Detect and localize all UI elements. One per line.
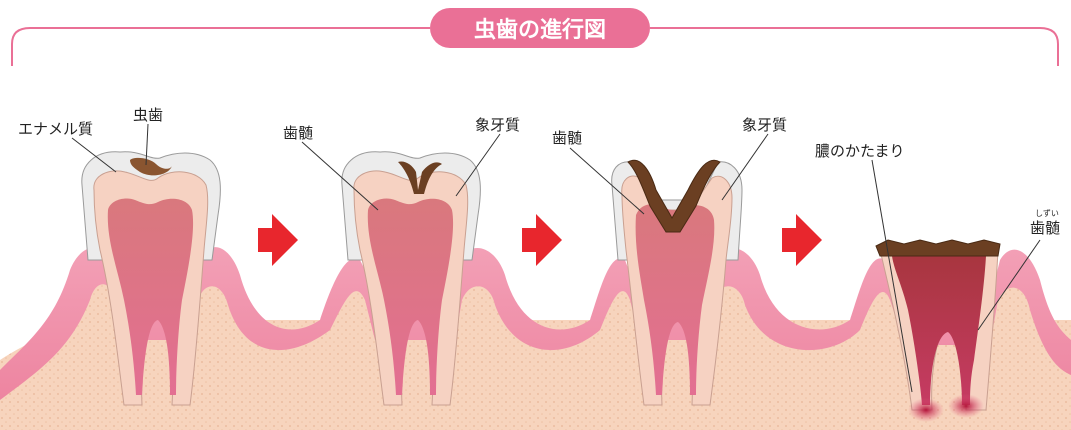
- page-title: 虫歯の進行図: [474, 17, 606, 43]
- label-dentin: 象牙質: [742, 116, 787, 134]
- label-pulp: 歯髄: [1030, 219, 1060, 237]
- label-pulp: 歯髄: [283, 124, 313, 142]
- pus-abscess: [948, 394, 984, 418]
- progression-arrow-2: [522, 214, 562, 266]
- label-pulp: 歯髄: [552, 129, 582, 147]
- pus-abscess: [908, 398, 944, 422]
- progression-arrow-1: [258, 214, 298, 266]
- label-enamel: エナメル質: [18, 120, 93, 138]
- crown-remnant-decay: [876, 240, 1000, 256]
- label-pulp-ruby: しずい: [1035, 208, 1059, 218]
- label-caries: 虫歯: [133, 106, 163, 124]
- progression-arrow-3: [782, 214, 822, 266]
- label-pus: 膿のかたまり: [815, 142, 905, 160]
- label-dentin: 象牙質: [475, 116, 520, 134]
